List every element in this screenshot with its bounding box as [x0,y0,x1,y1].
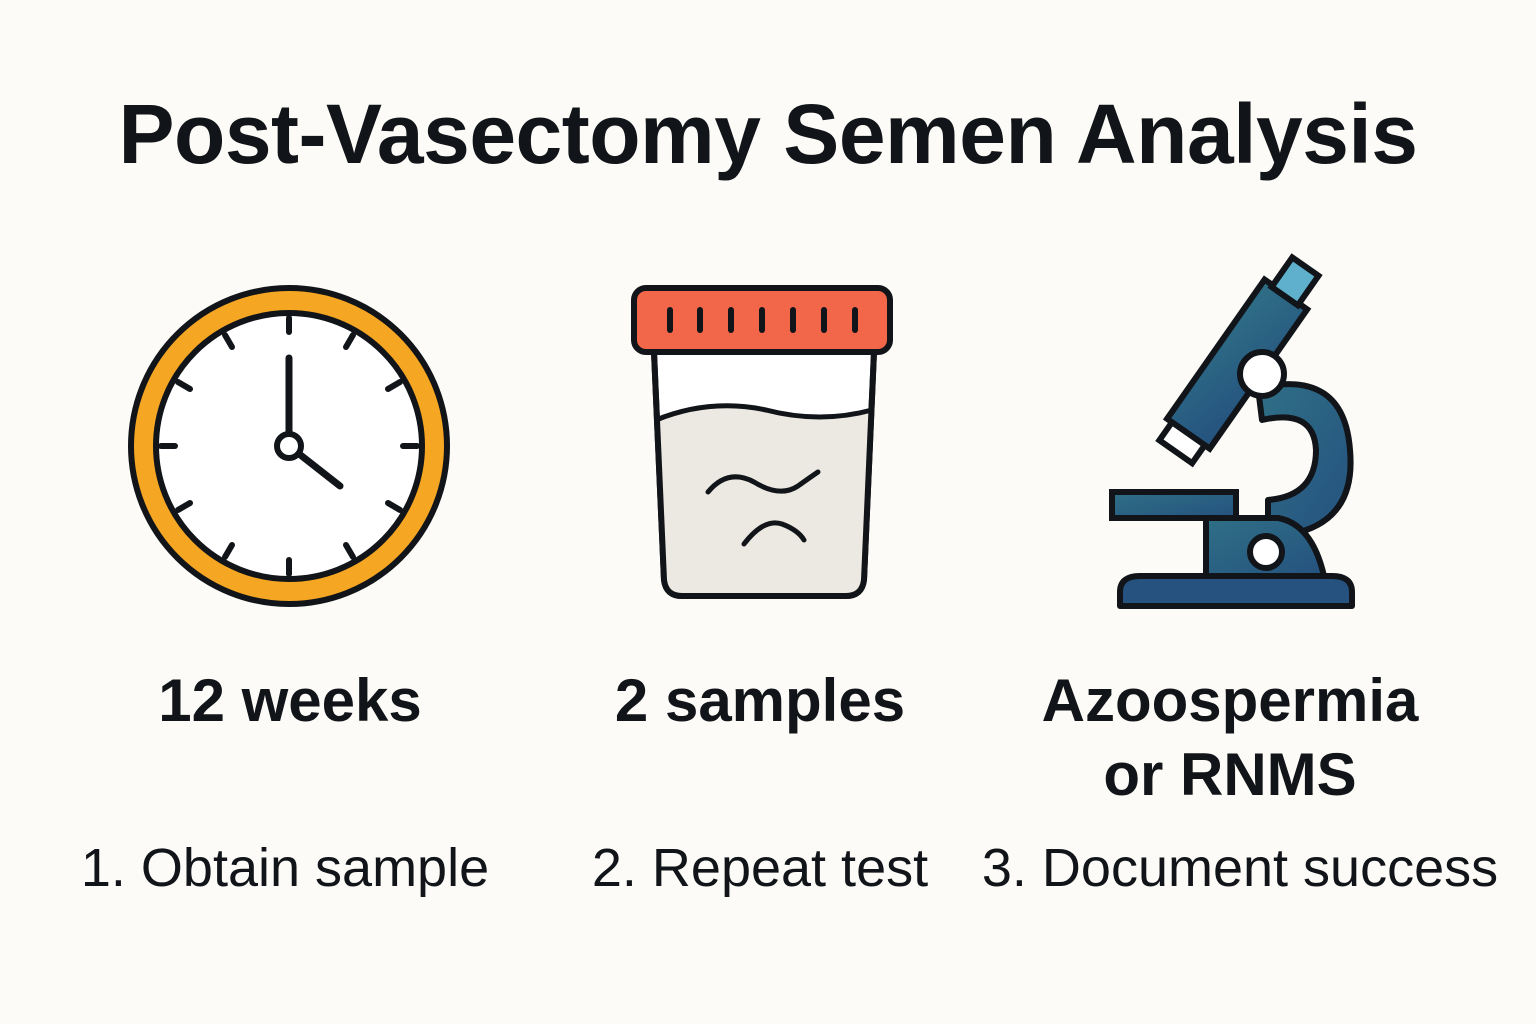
page-title: Post-Vasectomy Semen Analysis [118,87,1418,181]
step-1: 12 weeks 1. Obtain sample [60,0,520,1024]
step-label: 1. Obtain sample [80,838,490,898]
step-value-line: 12 weeks [158,667,422,734]
clock-icon [128,285,450,607]
step-label: 3. Document success [981,838,1499,898]
sample-cup-icon [631,285,893,599]
step-3: Azoospermia or RNMS 3. Document success [982,0,1498,1024]
step-value: 12 weeks [60,664,520,738]
step-label: 2. Repeat test [591,838,929,898]
step-value: Azoospermia or RNMS [1000,664,1460,812]
step-value-line: or RNMS [1103,741,1357,808]
step-2: 2 samples 2. Repeat test [530,0,990,1024]
step-value: 2 samples [530,664,990,738]
microscope-icon [1109,253,1355,609]
step-value-line: Azoospermia [1041,667,1419,734]
step-value-line: 2 samples [614,667,906,734]
